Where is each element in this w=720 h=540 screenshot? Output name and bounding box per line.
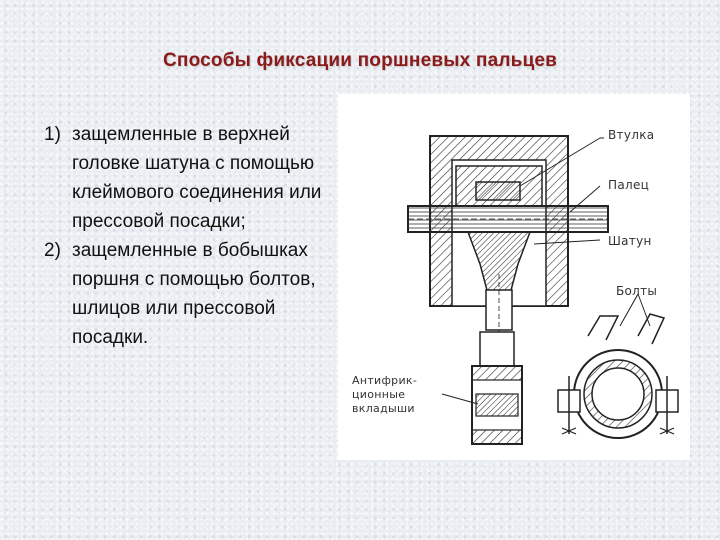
list-item-text: защемленные в верхней головке шатуна с п… [72, 124, 322, 232]
list-item-number: 1) [44, 124, 61, 145]
piston-pin-diagram: Втулка Палец Шатун Болты Антифрик- ционн… [338, 94, 690, 460]
label-rod: Шатун [608, 234, 652, 248]
list-item: 2) защемленные в бобышках поршня с помощ… [44, 236, 329, 352]
label-liners-line: Антифрик- [352, 374, 418, 387]
method-list: 1) защемленные в верхней головке шатуна … [44, 120, 329, 352]
label-bushing: Втулка [608, 128, 655, 142]
slide-title: Способы фиксации поршневых пальцев [162, 50, 558, 71]
upper-assembly [407, 135, 609, 334]
label-pin: Палец [608, 178, 650, 192]
list-item: 1) защемленные в верхней головке шатуна … [44, 120, 329, 236]
label-bolts: Болты [616, 284, 658, 298]
list-item-number: 2) [44, 240, 61, 261]
label-liners-line: вкладыши [352, 402, 415, 415]
list-item-text: защемленные в бобышках поршня с помощью … [72, 240, 316, 348]
label-liners-line: ционные [352, 388, 406, 401]
rod-big-end [471, 331, 523, 445]
diagram-drawing [407, 135, 679, 445]
bolted-clamp [557, 313, 679, 439]
leader-lines [441, 137, 651, 405]
label-liners: Антифрик- ционные вкладыши [352, 374, 417, 416]
